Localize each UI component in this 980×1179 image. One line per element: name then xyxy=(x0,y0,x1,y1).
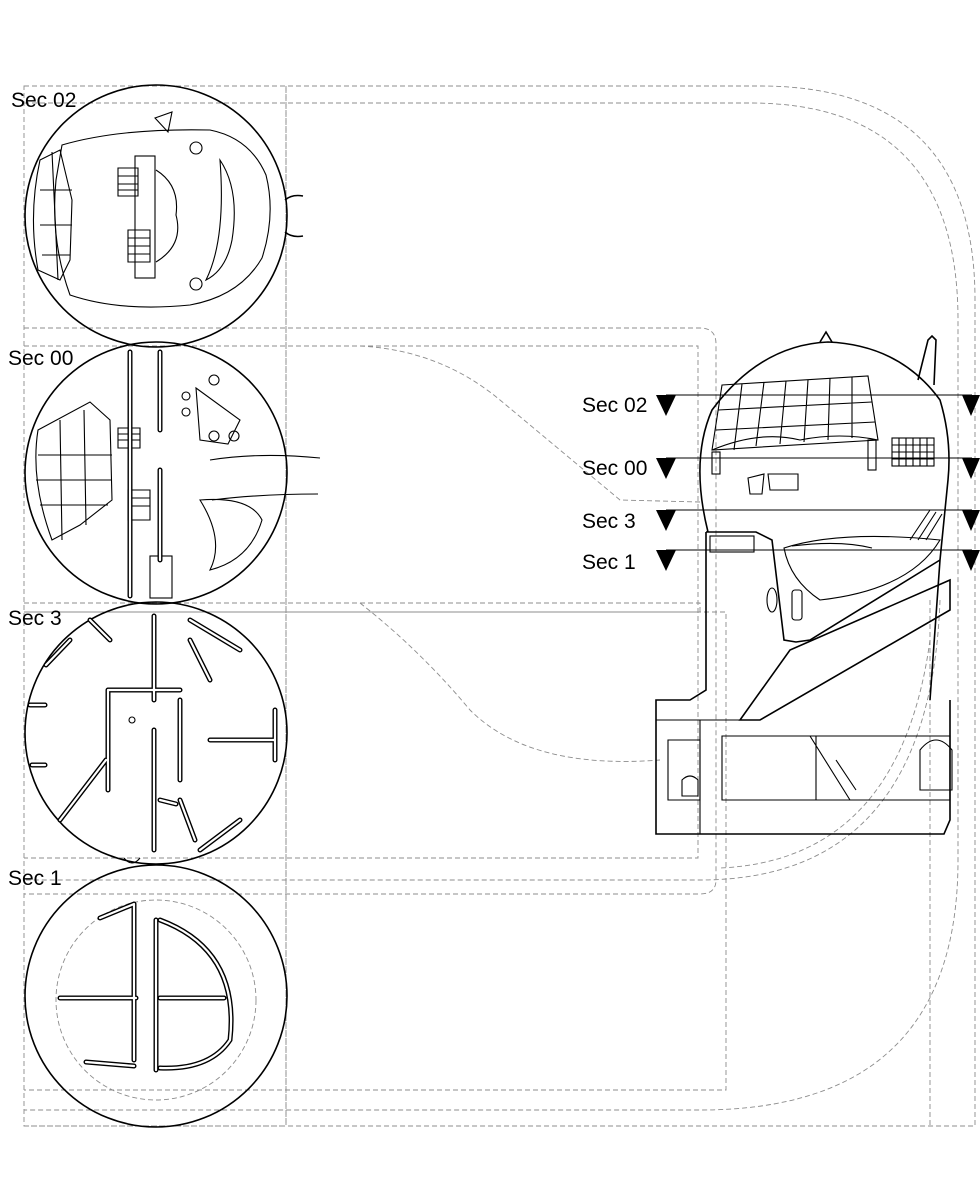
section-slab xyxy=(738,578,951,721)
plan-sec02-top-triangle xyxy=(154,111,173,134)
marker-triangle-left-sec02 xyxy=(656,395,676,416)
plan-label-sec1: Sec 1 xyxy=(8,867,62,890)
marker-triangle-right-sec02 xyxy=(962,395,980,416)
section-dome-outline xyxy=(699,341,950,701)
marker-triangle-left-sec1 xyxy=(656,550,676,571)
plan-sec00-dot-2 xyxy=(181,407,191,417)
marker-triangle-right-sec1 xyxy=(962,550,980,571)
section-window-1 xyxy=(766,587,778,613)
marker-triangle-right-sec00 xyxy=(962,458,980,479)
plan-label-sec00: Sec 00 xyxy=(8,347,74,370)
marker-label-sec00: Sec 00 xyxy=(582,457,648,480)
plan-sec3-dot xyxy=(128,716,136,724)
marker-label-sec3: Sec 3 xyxy=(582,510,636,533)
plan-sec1-outline xyxy=(24,864,288,1128)
plan-sec00-dot-1 xyxy=(181,391,191,401)
plan-sec00-dot-4 xyxy=(228,430,240,442)
plan-sec02-grid-cell xyxy=(32,149,73,281)
guide-sec1-circle xyxy=(55,899,257,1101)
plan-sec00-dot-5 xyxy=(208,374,220,386)
plan-sec00-grid-lines xyxy=(36,409,112,541)
plan-sec02-stair-2 xyxy=(127,229,151,263)
guide-s-curve-1 xyxy=(359,345,701,503)
plan-sec00-lobe xyxy=(199,498,263,571)
plan-sec02-stair-1 xyxy=(117,167,139,197)
guide-lines xyxy=(23,85,976,1127)
section-base-outline xyxy=(655,532,951,835)
plan-sec3-outline xyxy=(24,601,288,865)
plan-sec02-grid-lines xyxy=(40,151,72,281)
section-post-2 xyxy=(867,439,877,471)
guide-arc-2 xyxy=(719,639,931,869)
section-ramp xyxy=(909,509,943,541)
plan-sec02-inner-ring xyxy=(54,129,271,308)
section-furniture xyxy=(747,473,799,495)
plan-sec02-side-room xyxy=(204,157,235,282)
section-post-1 xyxy=(711,451,721,475)
plan-sec00-grid-zone xyxy=(35,401,113,541)
plan-sec00-outline xyxy=(24,341,288,605)
plan-sec02-column-2 xyxy=(189,277,203,291)
section-mid-outline xyxy=(706,531,941,643)
section-arch-door xyxy=(919,739,953,791)
section-window-2 xyxy=(791,589,803,621)
section-antenna xyxy=(917,334,937,386)
section-base-stairs xyxy=(809,735,857,801)
plan-sec3-walls xyxy=(27,613,278,853)
marker-label-sec02: Sec 02 xyxy=(582,394,648,417)
section-top-deck-grid xyxy=(715,377,876,451)
plan-sec02-outline xyxy=(24,84,288,348)
guide-outer-path xyxy=(24,85,976,1127)
plan-label-sec02: Sec 02 xyxy=(11,89,77,112)
section-dome-tip xyxy=(819,330,833,343)
marker-triangle-left-sec3 xyxy=(656,510,676,531)
plan-sec00-entry xyxy=(149,555,173,599)
plan-sec3-notch xyxy=(123,857,141,864)
guide-sec00-inner xyxy=(24,345,699,859)
plan-sec00-walls-inner xyxy=(128,350,162,598)
section-drawing xyxy=(655,330,980,835)
marker-triangle-right-sec3 xyxy=(962,510,980,531)
guide-sec3-path xyxy=(24,602,701,613)
plan-sec00-pipes xyxy=(209,454,321,501)
section-bowl xyxy=(783,535,941,601)
section-grid-panel-lines xyxy=(892,438,934,466)
plan-sec1 xyxy=(24,864,288,1128)
plan-sec00-dot-3 xyxy=(208,430,220,442)
section-base-room-1 xyxy=(667,739,701,801)
marker-triangle-left-sec00 xyxy=(656,458,676,479)
section-mid-box xyxy=(709,535,755,553)
plan-sec1-walls-inner xyxy=(58,902,233,1072)
guide-inner-path xyxy=(24,102,959,1111)
plan-sec3-walls-inner xyxy=(28,614,277,852)
guide-arc-1 xyxy=(24,599,941,881)
plan-sec02 xyxy=(24,84,304,348)
marker-label-sec1: Sec 1 xyxy=(582,551,636,574)
section-base-object xyxy=(681,775,699,797)
guide-sec3-box xyxy=(24,611,727,1091)
section-bowl-top xyxy=(791,542,873,549)
plan-sec02-nozzle xyxy=(284,194,304,238)
plan-sec02-curve xyxy=(155,169,179,263)
plan-sec02-core xyxy=(134,155,156,279)
plan-label-sec3: Sec 3 xyxy=(8,607,62,630)
section-base-room-2 xyxy=(721,735,951,801)
section-drape xyxy=(711,435,879,451)
plan-sec3 xyxy=(24,601,288,865)
guide-s-curve-2 xyxy=(359,602,661,762)
plan-sec02-column-1 xyxy=(189,141,203,155)
plan-sec00-plate xyxy=(195,386,241,445)
plan-sec00-walls xyxy=(127,349,163,599)
plan-sec00 xyxy=(24,341,321,605)
